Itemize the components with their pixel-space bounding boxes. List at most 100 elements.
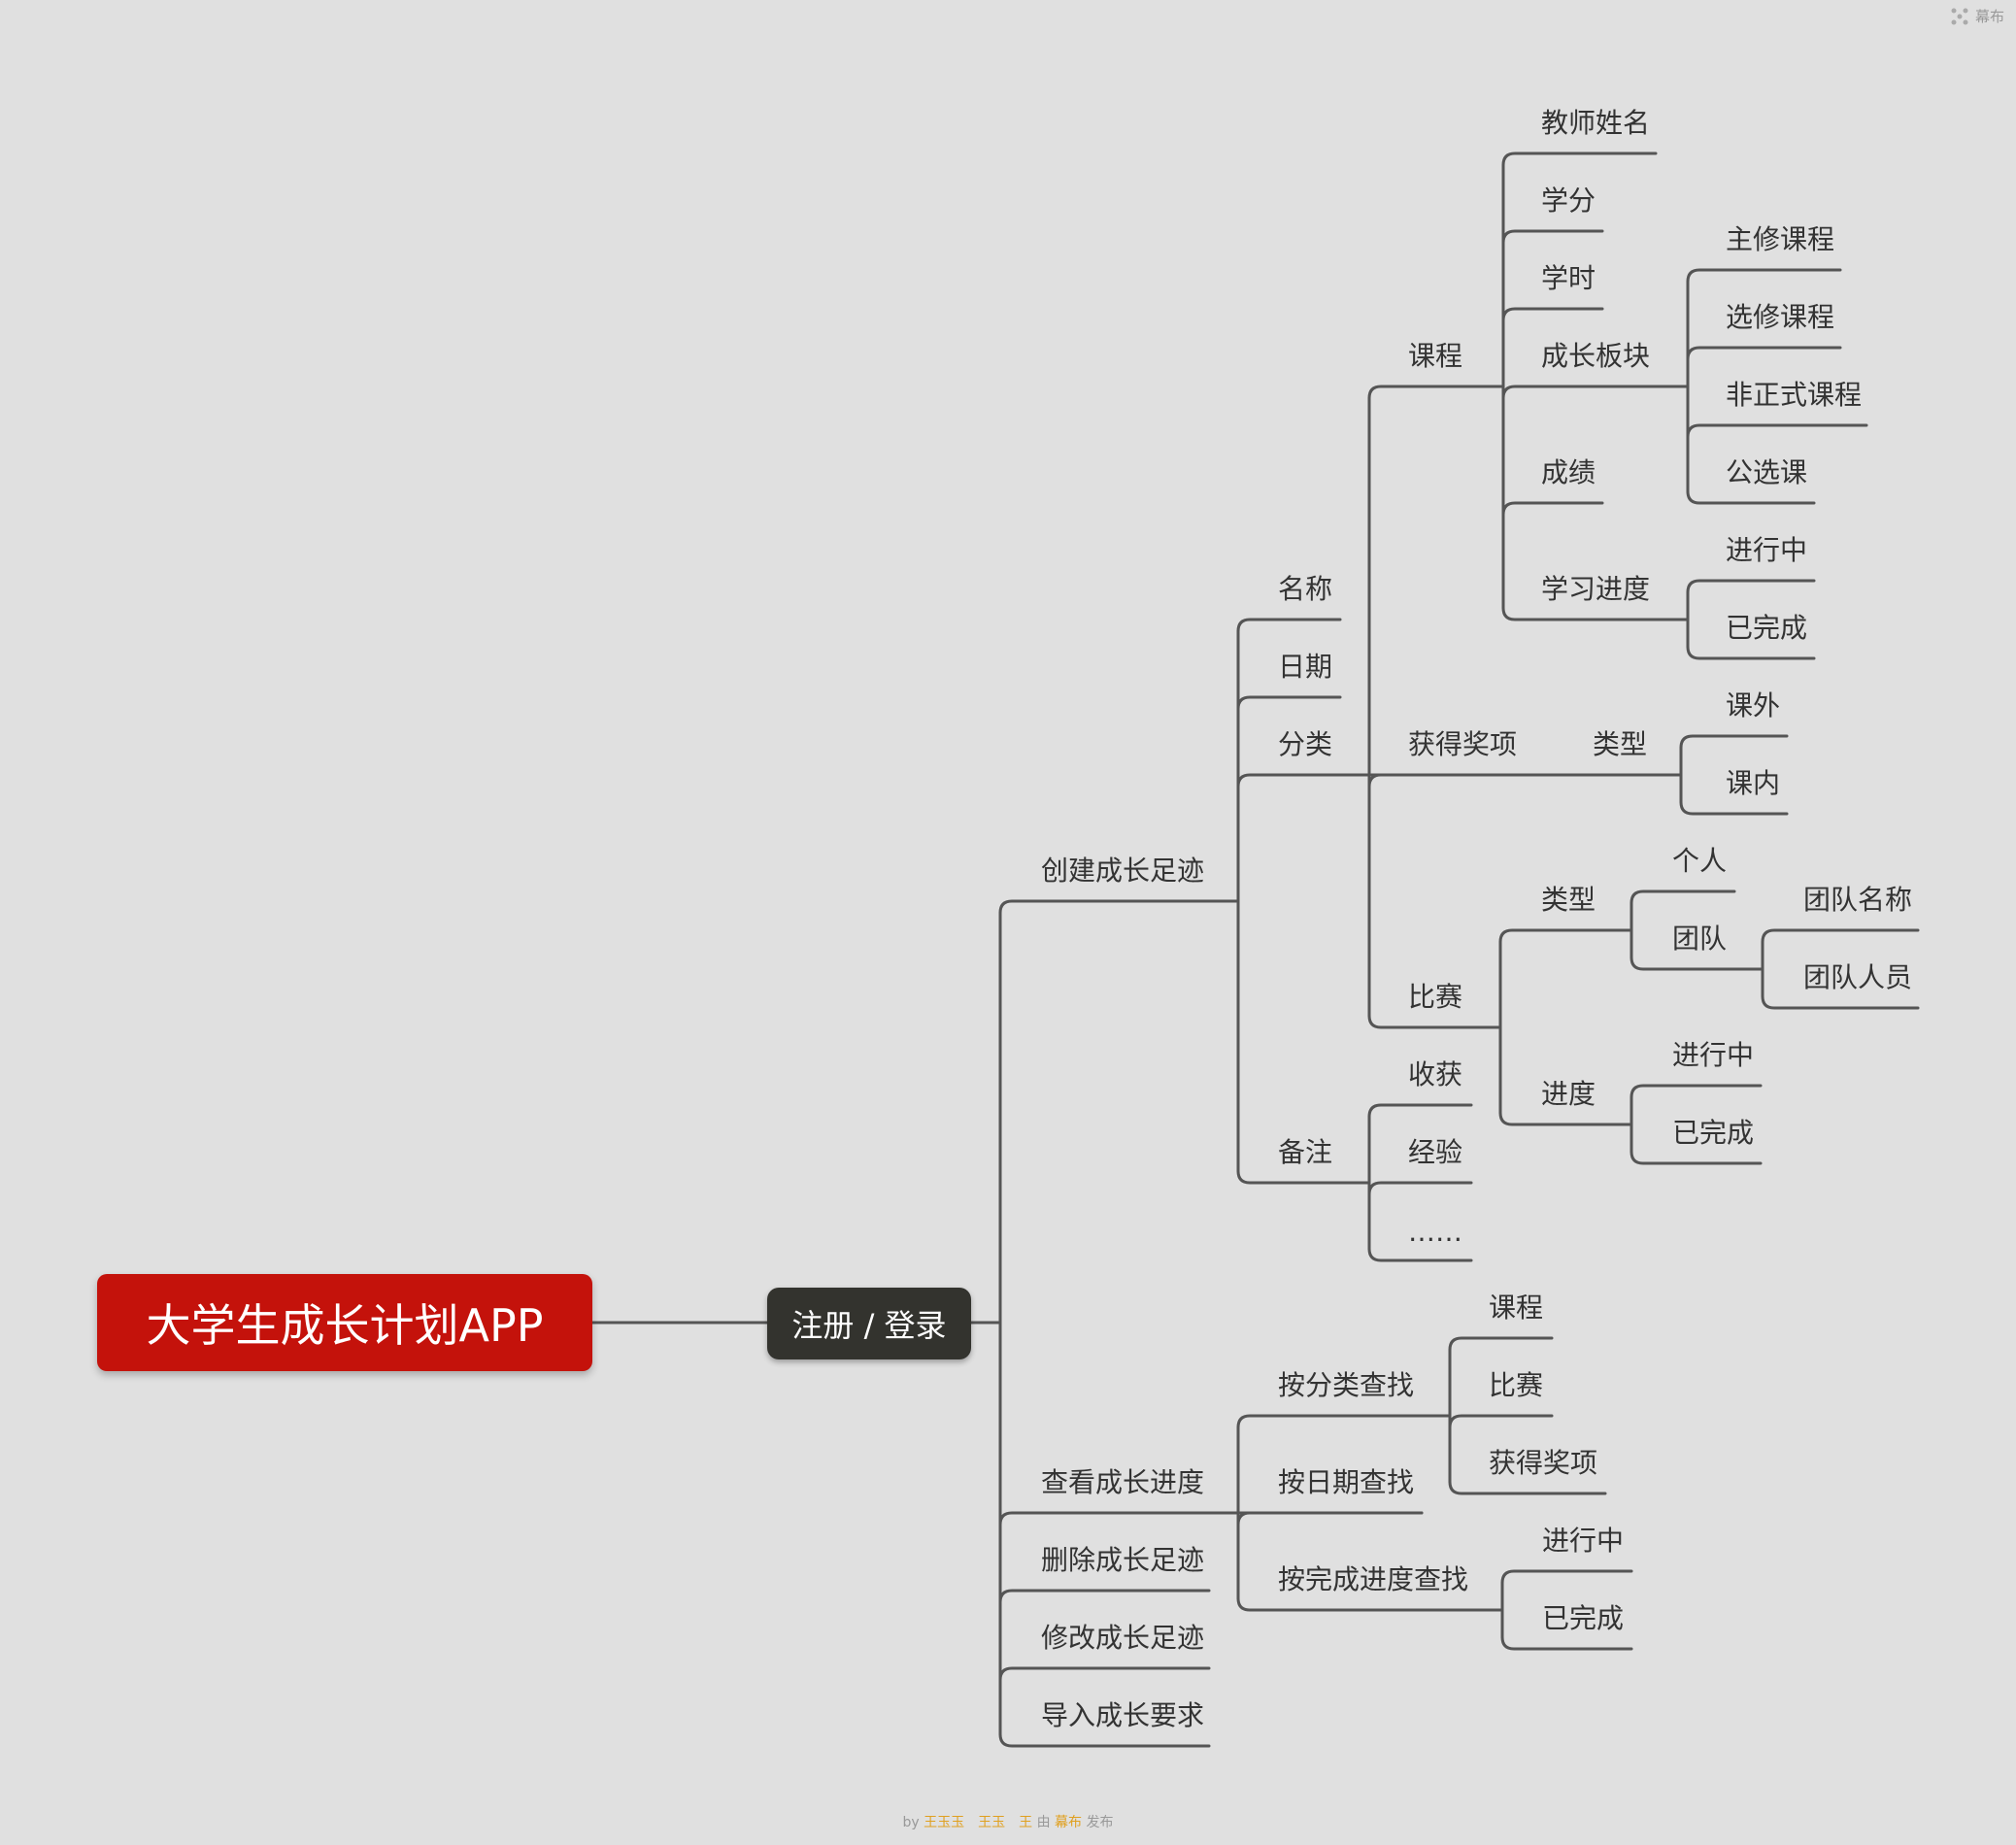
connector-elbow xyxy=(1500,1569,1529,1585)
mindmap-icon xyxy=(1951,8,1968,24)
connector-elbow xyxy=(1367,1014,1395,1029)
node-contestType[interactable]: 类型 xyxy=(1541,884,1596,916)
connector-elbow xyxy=(1686,489,1713,505)
connector-elbow xyxy=(1367,1247,1395,1262)
node-outside[interactable]: 课外 xyxy=(1726,689,1781,721)
node-view[interactable]: 查看成长进度 xyxy=(1041,1466,1205,1498)
connector-elbow xyxy=(998,1511,1028,1526)
node-teacher[interactable]: 教师姓名 xyxy=(1541,107,1651,139)
node-informal[interactable]: 非正式课程 xyxy=(1726,379,1863,411)
node-byCategory[interactable]: 按分类查找 xyxy=(1278,1369,1415,1401)
connector-elbow xyxy=(1501,385,1529,400)
connector-elbow xyxy=(1501,501,1529,517)
connector-elbow xyxy=(1501,606,1529,621)
node-done2[interactable]: 已完成 xyxy=(1672,1117,1755,1149)
node-contest[interactable]: 比赛 xyxy=(1408,981,1463,1013)
connector-elbow xyxy=(1686,346,1713,361)
node-ongoing3[interactable]: 进行中 xyxy=(1542,1525,1625,1557)
node-contestProgress[interactable]: 进度 xyxy=(1541,1078,1596,1110)
connector-elbow xyxy=(1236,695,1265,711)
footer-platform[interactable]: 幕布 xyxy=(1055,1815,1083,1830)
connector-elbow xyxy=(1630,956,1660,971)
node-catContest[interactable]: 比赛 xyxy=(1489,1369,1544,1401)
node-catCourse[interactable]: 课程 xyxy=(1489,1292,1544,1324)
connector-elbow xyxy=(998,899,1028,915)
connector-elbow xyxy=(1236,1169,1265,1185)
footer-mid: 由 xyxy=(1036,1815,1051,1830)
node-credit[interactable]: 学分 xyxy=(1541,184,1596,217)
connector-elbow xyxy=(1501,229,1529,245)
node-ongoing1[interactable]: 进行中 xyxy=(1726,534,1808,566)
connector-elbow xyxy=(998,1732,1028,1748)
connector-elbow xyxy=(1367,385,1395,400)
connector-elbow xyxy=(998,1589,1028,1604)
branch-node-login[interactable]: 注册 / 登录 xyxy=(767,1288,971,1359)
node-name[interactable]: 名称 xyxy=(1278,573,1333,605)
connector-elbow xyxy=(1498,1111,1529,1126)
footer-credit: by 王玉玉 王玉 王 由 幕布 发布 xyxy=(0,1812,2016,1831)
footer-author[interactable]: 王玉玉 王玉 王 xyxy=(924,1815,1033,1830)
footer-end: 发布 xyxy=(1086,1815,1114,1830)
node-teamMembers[interactable]: 团队人员 xyxy=(1803,961,1913,993)
node-award[interactable]: 获得奖项 xyxy=(1408,728,1518,760)
node-major[interactable]: 主修课程 xyxy=(1726,223,1835,255)
node-teamName[interactable]: 团队名称 xyxy=(1803,884,1913,916)
node-ongoing2[interactable]: 进行中 xyxy=(1672,1039,1755,1071)
node-awardType[interactable]: 类型 xyxy=(1593,728,1648,760)
connector-elbow xyxy=(1236,1414,1265,1429)
node-delete[interactable]: 删除成长足迹 xyxy=(1041,1544,1205,1576)
node-progress[interactable]: 学习进度 xyxy=(1541,573,1651,605)
node-catAward[interactable]: 获得奖项 xyxy=(1489,1447,1598,1479)
node-remark[interactable]: 备注 xyxy=(1278,1136,1333,1168)
connector-elbow xyxy=(1448,1414,1476,1429)
connector-elbow xyxy=(1679,734,1713,750)
connector-elbow xyxy=(1367,773,1395,788)
connector-elbow xyxy=(1236,1596,1265,1612)
node-done3[interactable]: 已完成 xyxy=(1542,1602,1625,1634)
node-public[interactable]: 公选课 xyxy=(1726,456,1808,488)
node-hours[interactable]: 学时 xyxy=(1541,262,1596,294)
connector-elbow xyxy=(1448,1480,1476,1495)
node-import[interactable]: 导入成长要求 xyxy=(1041,1699,1205,1731)
connector-elbow xyxy=(1630,1150,1660,1165)
connector-elbow xyxy=(1686,423,1713,439)
connector-elbow xyxy=(1630,1084,1660,1099)
connector-elbow xyxy=(1686,579,1713,594)
node-byProgress[interactable]: 按完成进度查找 xyxy=(1278,1563,1469,1595)
connector-elbow xyxy=(1686,645,1713,660)
node-gain[interactable]: 收获 xyxy=(1408,1058,1463,1090)
node-course[interactable]: 课程 xyxy=(1408,340,1463,372)
brand-name: 幕布 xyxy=(1974,8,2004,25)
node-experience[interactable]: 经验 xyxy=(1408,1136,1463,1168)
node-grade[interactable]: 成绩 xyxy=(1541,456,1596,488)
connector-elbow xyxy=(1367,1181,1395,1196)
node-byDate[interactable]: 按日期查找 xyxy=(1278,1466,1415,1498)
node-team[interactable]: 团队 xyxy=(1672,922,1728,955)
connector-elbow xyxy=(1500,1635,1529,1651)
brand-logo: 幕布 xyxy=(1950,6,2004,26)
node-inside[interactable]: 课内 xyxy=(1726,767,1781,799)
node-module[interactable]: 成长板块 xyxy=(1541,340,1651,372)
node-edit[interactable]: 修改成长足迹 xyxy=(1041,1622,1205,1654)
connector-elbow xyxy=(1498,928,1529,944)
node-category[interactable]: 分类 xyxy=(1278,728,1333,760)
connector-elbow xyxy=(1367,1103,1395,1119)
connector-elbow xyxy=(1630,889,1660,905)
node-individual[interactable]: 个人 xyxy=(1672,845,1728,877)
connector-elbow xyxy=(1686,268,1713,284)
connector-elbow xyxy=(1501,151,1529,167)
connector-elbow xyxy=(1679,800,1713,816)
node-create[interactable]: 创建成长足迹 xyxy=(1041,855,1205,887)
node-etc[interactable]: …… xyxy=(1408,1216,1462,1248)
footer-by: by xyxy=(902,1815,920,1830)
connector-elbow xyxy=(1501,307,1529,322)
connector-elbow xyxy=(1448,1336,1476,1352)
connector-elbow xyxy=(1236,773,1265,788)
node-date[interactable]: 日期 xyxy=(1278,651,1333,683)
root-node[interactable]: 大学生成长计划APP xyxy=(97,1274,592,1371)
node-elective[interactable]: 选修课程 xyxy=(1726,301,1835,333)
connector-elbow xyxy=(1236,1511,1265,1526)
connector-elbow xyxy=(1761,994,1791,1010)
node-done1[interactable]: 已完成 xyxy=(1726,612,1808,644)
